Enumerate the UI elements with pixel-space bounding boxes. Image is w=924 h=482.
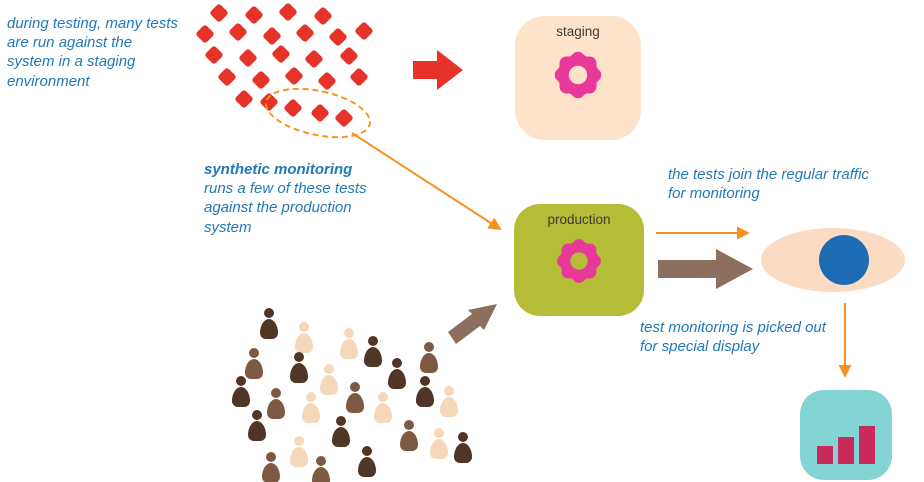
caption-synthetic-monitoring: synthetic monitoring runs a few of these… xyxy=(204,160,390,237)
production-label: production xyxy=(547,212,611,227)
person-icon xyxy=(230,376,252,408)
person-icon xyxy=(300,392,322,424)
production-node: production xyxy=(514,204,644,316)
person-icon xyxy=(258,308,280,340)
person-icon xyxy=(288,436,310,468)
person-icon xyxy=(260,452,282,482)
caption-staging-tests: during testing, many tests are run again… xyxy=(7,15,178,90)
person-icon xyxy=(310,456,332,482)
gear-icon xyxy=(554,51,602,99)
caption-special-display: test monitoring is picked out for specia… xyxy=(640,319,826,356)
synthetic-monitoring-note: runs a few of these tests against the pr… xyxy=(204,180,367,236)
person-icon xyxy=(265,388,287,420)
bar-chart-icon xyxy=(817,426,875,464)
monitor-dot-icon xyxy=(819,235,869,285)
person-icon xyxy=(452,432,474,464)
bar-icon xyxy=(859,426,875,464)
person-icon xyxy=(243,348,265,380)
person-icon xyxy=(438,386,460,418)
person-icon xyxy=(330,416,352,448)
person-icon xyxy=(362,336,384,368)
person-icon xyxy=(418,342,440,374)
person-icon xyxy=(344,382,366,414)
person-icon xyxy=(318,364,340,396)
bar-icon xyxy=(838,437,854,464)
special-display-node xyxy=(800,390,892,480)
monitoring-ellipse xyxy=(761,228,905,292)
person-icon xyxy=(372,392,394,424)
person-icon xyxy=(338,328,360,360)
person-icon xyxy=(414,376,436,408)
person-icon xyxy=(386,358,408,390)
person-icon xyxy=(293,322,315,354)
person-icon xyxy=(246,410,268,442)
person-icon xyxy=(356,446,378,478)
staging-label: staging xyxy=(556,24,600,39)
synthetic-monitoring-title: synthetic monitoring xyxy=(204,161,353,178)
caption-traffic-join: the tests join the regular traffic for m… xyxy=(668,166,869,203)
person-icon xyxy=(398,420,420,452)
person-icon xyxy=(428,428,450,460)
person-icon xyxy=(288,352,310,384)
staging-node: staging xyxy=(515,16,641,140)
bar-icon xyxy=(817,446,833,464)
gear-icon xyxy=(557,239,601,283)
